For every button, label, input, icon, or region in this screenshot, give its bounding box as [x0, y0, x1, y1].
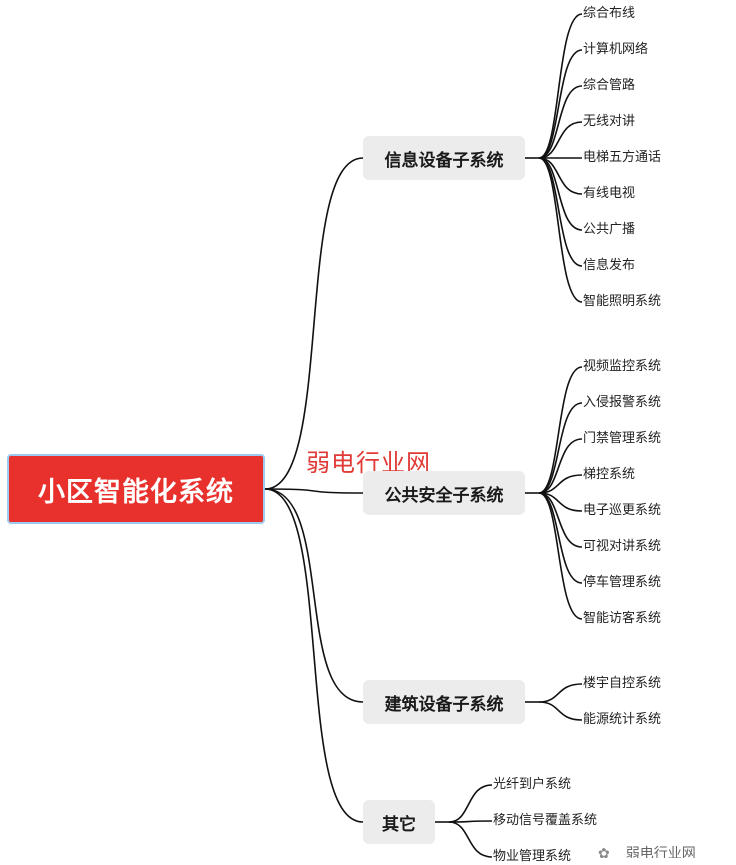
leaf-node[interactable]: 电梯五方通话 — [583, 150, 662, 165]
leaf-node[interactable]: 计算机网络 — [583, 42, 649, 57]
leaf-node[interactable]: 可视对讲系统 — [583, 539, 662, 554]
leaf-connector — [538, 492, 583, 620]
branch-connector — [264, 157, 364, 490]
leaf-node[interactable]: 光纤到户系统 — [493, 777, 572, 792]
leaf-connector — [538, 157, 583, 303]
leaf-node[interactable]: 移动信号覆盖系统 — [493, 813, 598, 828]
leaf-connector — [538, 121, 583, 159]
leaf-connector — [538, 366, 583, 494]
leaf-node[interactable]: 公共广播 — [583, 222, 636, 237]
branch-connector — [264, 488, 364, 494]
leaf-node[interactable]: 门禁管理系统 — [583, 431, 662, 446]
leaf-connector — [538, 157, 583, 267]
leaf-node[interactable]: 智能访客系统 — [583, 611, 662, 626]
leaf-node[interactable]: 信息发布 — [583, 258, 636, 273]
leaf-node[interactable]: 有线电视 — [583, 186, 636, 201]
wechat-icon: ✿ — [598, 846, 610, 858]
leaf-node[interactable]: 入侵报警系统 — [583, 395, 662, 410]
leaf-node[interactable]: 停车管理系统 — [583, 575, 662, 590]
leaf-node[interactable]: 楼宇自控系统 — [583, 676, 662, 691]
leaf-connector — [448, 784, 493, 823]
branch-info-equipment[interactable]: 信息设备子系统 — [363, 136, 525, 180]
leaf-connector — [538, 683, 583, 703]
leaf-connector — [538, 157, 583, 195]
leaf-node[interactable]: 能源统计系统 — [583, 712, 662, 727]
brand-text: 弱电行业网 — [625, 846, 696, 858]
leaf-node[interactable]: 梯控系统 — [583, 467, 636, 482]
leaf-connector — [538, 13, 583, 159]
branch-public-safety[interactable]: 公共安全子系统 — [363, 471, 525, 515]
leaf-connector — [538, 474, 583, 494]
leaf-node[interactable]: 电子巡更系统 — [583, 503, 662, 518]
leaf-node[interactable]: 物业管理系统 — [493, 849, 572, 864]
brand-watermark: ✿ 弱电行业网 — [598, 843, 696, 858]
leaf-connector — [448, 821, 493, 858]
leaf-node[interactable]: 智能照明系统 — [583, 294, 662, 309]
branch-other[interactable]: 其它 — [363, 800, 435, 844]
leaf-connector — [538, 438, 583, 494]
leaf-connector — [538, 492, 583, 548]
leaf-connector — [538, 402, 583, 494]
leaf-connector — [538, 85, 583, 159]
branch-building-equipment[interactable]: 建筑设备子系统 — [363, 680, 525, 724]
leaf-node[interactable]: 无线对讲 — [583, 114, 636, 129]
leaf-node[interactable]: 综合管路 — [583, 78, 636, 93]
branch-connector — [264, 488, 364, 703]
leaf-node[interactable]: 综合布线 — [583, 6, 636, 21]
leaf-connector — [538, 49, 583, 159]
root-node[interactable]: 小区智能化系统 — [7, 454, 265, 524]
branch-connector — [264, 488, 364, 823]
leaf-connector — [538, 701, 583, 721]
leaf-node[interactable]: 视频监控系统 — [583, 359, 662, 374]
